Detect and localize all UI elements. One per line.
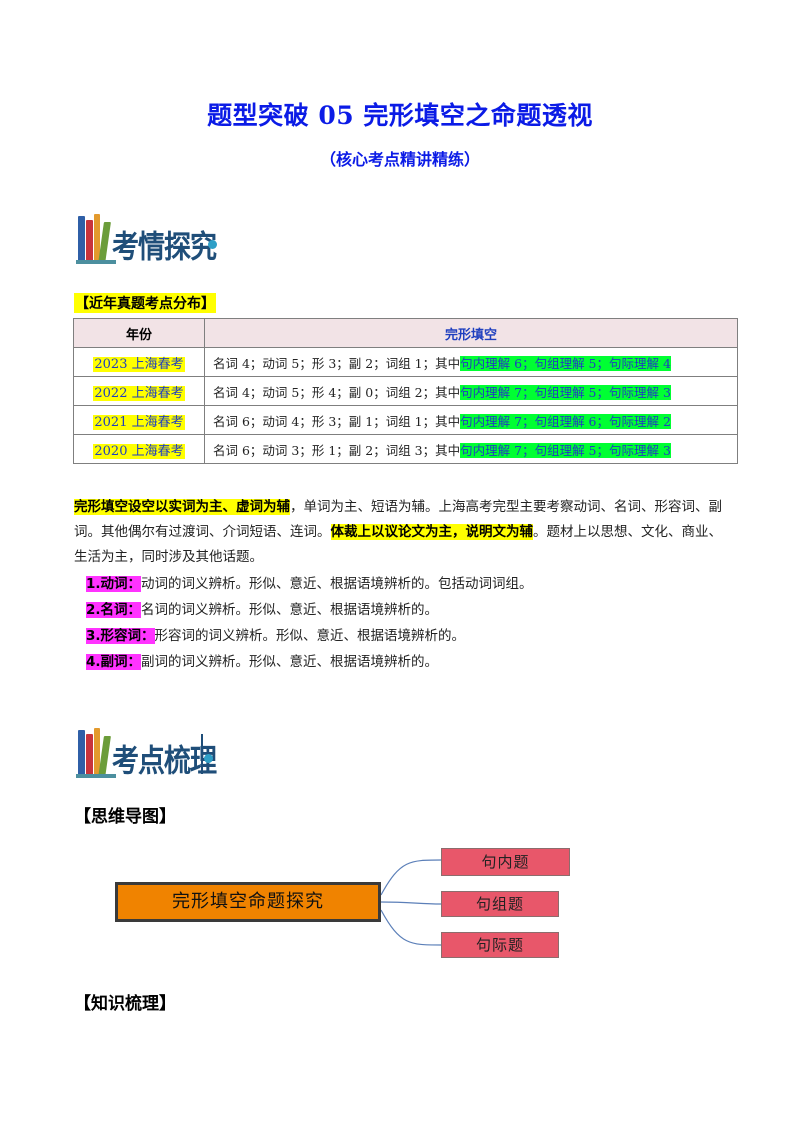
section-logo-exam-analysis: 考情探究 bbox=[76, 210, 236, 266]
year-cell: 2020 上海春考 bbox=[93, 443, 185, 459]
mindmap-node-inter-sentence: 句际题 bbox=[441, 932, 559, 958]
dot-icon bbox=[204, 754, 213, 763]
mindmap-label: 【思维导图】 bbox=[74, 807, 176, 827]
list-item: 1.动词：动词的词义辨析。形似、意近、根据语境辨析的。包括动词词组。 bbox=[86, 572, 533, 592]
item-text: 动词的词义辨析。形似、意近、根据语境辨析的。包括动词词组。 bbox=[141, 576, 533, 592]
item-text: 名词的词义辨析。形似、意近、根据语境辨析的。 bbox=[141, 602, 439, 618]
header-cloze: 完形填空 bbox=[204, 318, 738, 348]
breakdown-text: 名词 6；动词 3；形 1；副 2；词组 3；其中 bbox=[213, 442, 461, 458]
mindmap-node-sentence-group: 句组题 bbox=[441, 891, 559, 917]
connector-line bbox=[380, 859, 442, 896]
text-cursor-icon bbox=[201, 734, 203, 774]
mindmap-node-intra-sentence: 句内题 bbox=[441, 848, 570, 876]
section-logo-text: 考情探究 bbox=[112, 230, 217, 266]
exam-distribution-table: 年份 完形填空 2023 上海春考 名词 4；动词 5；形 3；副 2；词组 1… bbox=[73, 318, 738, 464]
item-tag: 4.副词： bbox=[86, 654, 142, 670]
comprehension-highlight: 句内理解 6；句组理解 5；句际理解 4 bbox=[460, 355, 671, 371]
item-text: 形容词的词义辨析。形似、意近、根据语境辨析的。 bbox=[154, 628, 466, 644]
list-item: 3.形容词：形容词的词义辨析。形似、意近、根据语境辨析的。 bbox=[86, 624, 465, 644]
breakdown-text: 名词 4；动词 5；形 4；副 0；词组 2；其中 bbox=[213, 384, 461, 400]
books-icon bbox=[76, 212, 116, 264]
highlight-blank-types: 完形填空设空以实词为主、虚词为辅 bbox=[74, 499, 290, 515]
breakdown-text: 名词 4；动词 5；形 3；副 2；词组 1；其中 bbox=[213, 355, 461, 371]
item-text: 副词的词义辨析。形似、意近、根据语境辨析的。 bbox=[141, 654, 439, 670]
comprehension-highlight: 句内理解 7；句组理解 5；句际理解 3 bbox=[460, 442, 671, 458]
connector-line bbox=[380, 909, 442, 946]
list-item: 2.名词：名词的词义辨析。形似、意近、根据语境辨析的。 bbox=[86, 598, 438, 618]
table-header-row: 年份 完形填空 bbox=[73, 318, 738, 348]
dot-icon bbox=[208, 240, 217, 249]
item-tag: 2.名词： bbox=[86, 602, 142, 618]
highlight-genre: 体裁上以议论文为主，说明文为辅 bbox=[330, 524, 533, 540]
intro-paragraph: 完形填空设空以实词为主、虚词为辅，单词为主、短语为辅。上海高考完型主要考察动词、… bbox=[74, 495, 734, 570]
page-title: 题型突破 05 完形填空之命题透视 bbox=[207, 101, 593, 130]
section-logo-text: 考点梳理 bbox=[112, 744, 217, 780]
item-tag: 3.形容词： bbox=[86, 628, 155, 644]
table-row: 2020 上海春考 名词 6；动词 3；形 1；副 2；词组 3；其中句内理解 … bbox=[73, 434, 738, 464]
section-logo-key-points: 考点梳理 bbox=[76, 724, 236, 780]
table-row: 2021 上海春考 名词 6；动词 4；形 3；副 1；词组 1；其中句内理解 … bbox=[73, 405, 738, 435]
breakdown-text: 名词 6；动词 4；形 3；副 1；词组 1；其中 bbox=[213, 413, 461, 429]
paragraph-text-1: ，单词为主、短语为辅。上海高考完型主要考察动词、名词、形容词、副词。其他偶尔有过… bbox=[74, 499, 722, 540]
table-row: 2023 上海春考 名词 4；动词 5；形 3；副 2；词组 1；其中句内理解 … bbox=[73, 347, 738, 377]
item-tag: 1.动词： bbox=[86, 576, 142, 592]
distribution-label: 【近年真题考点分布】 bbox=[74, 293, 216, 313]
paragraph-text-2: 。题材上以思想、文化、商业、生活为主，同时涉及其他话题。 bbox=[74, 524, 722, 565]
connector-line bbox=[380, 901, 442, 905]
year-cell: 2021 上海春考 bbox=[93, 414, 185, 430]
year-cell: 2022 上海春考 bbox=[93, 385, 185, 401]
knowledge-label: 【知识梳理】 bbox=[74, 994, 176, 1014]
page-subtitle: （核心考点精讲精练） bbox=[319, 150, 480, 169]
year-cell: 2023 上海春考 bbox=[93, 356, 185, 372]
comprehension-highlight: 句内理解 7；句组理解 5；句际理解 3 bbox=[460, 384, 671, 400]
mindmap-root-node: 完形填空命题探究 bbox=[115, 882, 381, 922]
comprehension-highlight: 句内理解 7；句组理解 6；句际理解 2 bbox=[460, 413, 671, 429]
list-item: 4.副词：副词的词义辨析。形似、意近、根据语境辨析的。 bbox=[86, 650, 438, 670]
books-icon bbox=[76, 726, 116, 778]
